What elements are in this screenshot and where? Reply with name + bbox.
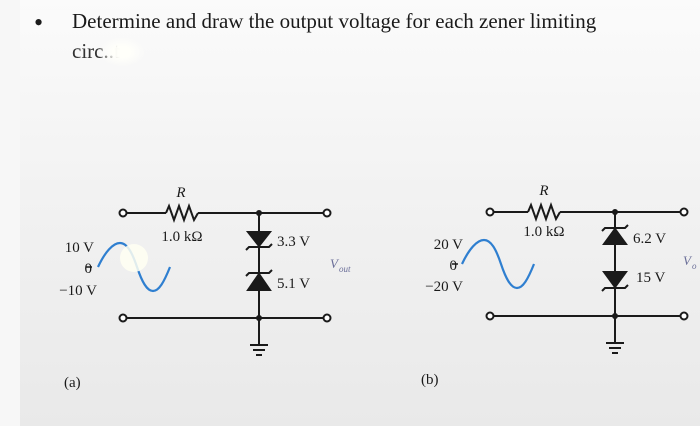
input-a-positive: 10 V: [65, 240, 94, 256]
zener-b-bottom-value: 15 V: [636, 270, 665, 286]
resistor-b-value: 1.0 kΩ: [523, 224, 564, 240]
resistor-a-value: 1.0 kΩ: [161, 229, 202, 245]
input-b-negative: −20 V: [425, 279, 463, 295]
output-terminal-bottom-b: [679, 311, 689, 321]
output-terminal-top-b: [679, 207, 689, 217]
input-a-negative: −10 V: [59, 283, 97, 299]
bullet-point: •: [34, 8, 44, 37]
zener-a-bottom-value: 5.1 V: [277, 276, 310, 292]
output-a-subscript: out: [339, 264, 351, 274]
zener-diode-a-top-icon: [245, 231, 273, 248]
caption-a: (a): [64, 375, 81, 391]
ground-b-icon: [606, 342, 624, 354]
output-b-subscript: o: [692, 261, 697, 271]
circuit-b: [452, 202, 689, 354]
resistor-b-icon: [527, 202, 561, 222]
output-b-label: V: [683, 253, 693, 268]
zener-diode-b-top-icon: [602, 227, 628, 245]
glare-a: [120, 244, 148, 272]
resistor-a-name: R: [175, 185, 185, 201]
zener-a-top-value: 3.3 V: [277, 234, 310, 250]
ground-a-icon: [250, 344, 268, 356]
input-terminal-top-b: [485, 207, 495, 217]
output-a-label: V: [330, 256, 340, 271]
output-terminal-bottom-a: [322, 313, 332, 323]
zener-diode-a-bottom-icon: [246, 272, 272, 291]
input-b-positive: 20 V: [434, 237, 463, 253]
caption-b: (b): [421, 372, 439, 388]
input-a-zero: 0: [85, 261, 93, 277]
resistor-a-icon: [165, 203, 199, 223]
output-terminal-top-a: [322, 208, 332, 218]
resistor-b-name: R: [538, 183, 548, 199]
zener-diode-b-bottom-icon: [602, 271, 628, 289]
input-b-zero: 0: [450, 258, 458, 274]
input-terminal-bottom-b: [485, 311, 495, 321]
input-sine-b: [461, 238, 536, 290]
input-terminal-top-a: [118, 208, 128, 218]
left-gutter: [0, 0, 20, 426]
input-terminal-bottom-a: [118, 313, 128, 323]
glare-spot: [100, 38, 144, 66]
zener-b-top-value: 6.2 V: [633, 231, 666, 247]
question-text-line1: Determine and draw the output voltage fo…: [72, 9, 597, 33]
